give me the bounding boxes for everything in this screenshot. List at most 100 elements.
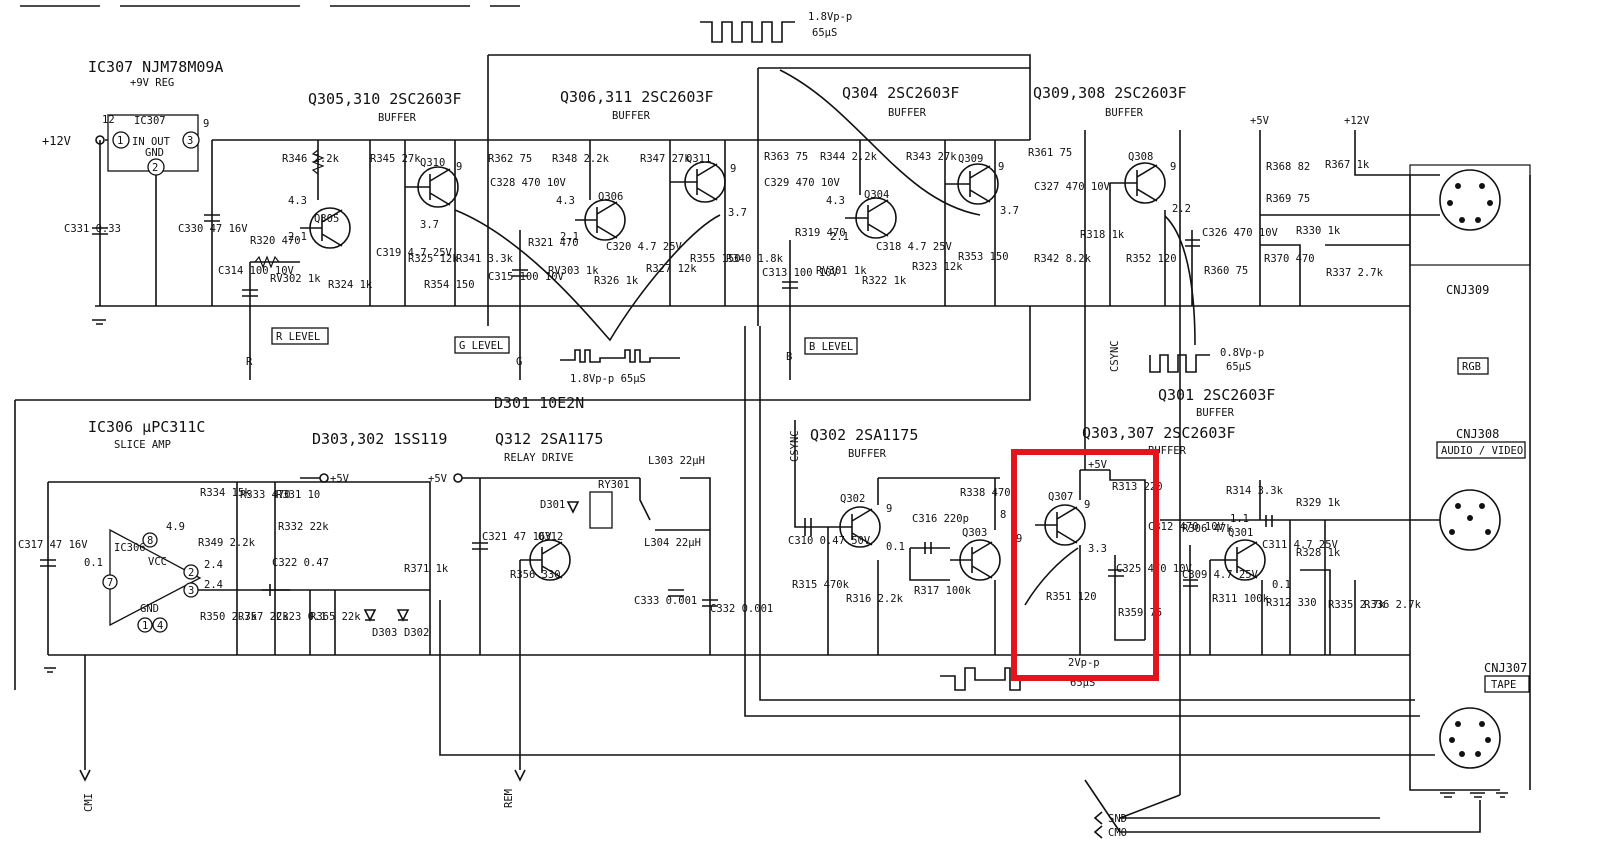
r-level-box <box>271 327 329 345</box>
r336-label: R336 2.7k <box>1364 599 1422 611</box>
signal-csync-top: CSYNC <box>1109 340 1121 372</box>
svg-text:0.1: 0.1 <box>84 557 103 569</box>
q312-subtitle: RELAY DRIVE <box>504 452 574 464</box>
waveform-right-period: 65μS <box>1226 361 1251 373</box>
svg-text:2.1: 2.1 <box>560 231 579 243</box>
q312-relay-drive: +5V C321 47 16V Q312 R356 330 RY301 D301… <box>428 455 773 770</box>
right-supplies: +5V +12V R368 82 R369 75 R370 470 R367 1… <box>1250 115 1440 306</box>
r365-label: R365 22k <box>310 611 361 623</box>
c327-label: C327 470 10V <box>1034 181 1111 193</box>
svg-text:3.7: 3.7 <box>728 207 747 219</box>
r361-label: R361 75 <box>1028 147 1072 159</box>
signal-csync-mid: CSYNC <box>789 430 801 462</box>
q301-title: Q301 2SC2603F <box>1158 386 1275 404</box>
q304-label: Q304 <box>864 189 889 201</box>
q309-subtitle: BUFFER <box>1105 107 1144 119</box>
supply-5v-label: +5V <box>1250 115 1270 127</box>
ic307-box-label: IC307 <box>134 115 166 127</box>
svg-text:2: 2 <box>152 162 158 174</box>
c319-label: C319 4.7 25V <box>376 247 453 259</box>
svg-text:1: 1 <box>142 620 148 632</box>
svg-text:2.4: 2.4 <box>204 559 223 571</box>
r318-label: R318 1k <box>1080 229 1125 241</box>
c314-label: C314 100 10V <box>218 265 295 277</box>
g-level-label: G LEVEL <box>459 340 503 352</box>
svg-text:4: 4 <box>157 620 163 632</box>
waveform-right: 0.8Vp-p 65μS <box>1149 347 1264 373</box>
ic307-title: IC307 NJM78M09A <box>88 58 223 76</box>
signal-rem: REM <box>503 789 515 808</box>
q306-subtitle: BUFFER <box>612 110 651 122</box>
svg-text:8: 8 <box>1000 509 1006 521</box>
supply-5v-q307: +5V <box>1088 459 1108 471</box>
d302-label: D302 <box>404 627 429 639</box>
r347-label: R347 27k <box>640 153 691 165</box>
q311-label: Q311 <box>686 153 711 165</box>
r323-label: R323 12k <box>912 261 963 273</box>
q302-title: Q302 2SA1175 <box>810 426 918 444</box>
svg-text:9: 9 <box>1084 499 1090 511</box>
r324-label: R324 1k <box>328 279 373 291</box>
c315-label: C315 100 10V <box>488 271 565 283</box>
c321-label: C321 47 16V <box>482 531 552 543</box>
svg-text:2.1: 2.1 <box>288 231 307 243</box>
c317-label: C317 47 16V <box>18 539 88 551</box>
signal-snd: SND <box>1108 813 1127 825</box>
section-titles: IC307 NJM78M09A +9V REG Q305,310 2SC2603… <box>88 58 1275 464</box>
ry301-label: RY301 <box>598 479 630 491</box>
svg-text:9: 9 <box>730 163 736 175</box>
cnj308-label: CNJ308 <box>1456 427 1499 441</box>
svg-text:9: 9 <box>456 161 462 173</box>
svg-text:3.7: 3.7 <box>420 219 439 231</box>
ic307-gnd: GND <box>145 147 164 159</box>
r350-label: R350 2.7k <box>200 611 258 623</box>
svg-text:9: 9 <box>998 161 1004 173</box>
q308-output: R318 1k R352 120 C326 470 10V R360 75 R3… <box>1028 147 1279 372</box>
svg-text:3.3: 3.3 <box>1088 543 1107 555</box>
b-channel: R363 75 C329 470 10V C313 100 10V R344 2… <box>762 69 1019 380</box>
svg-text:0.1: 0.1 <box>886 541 905 553</box>
svg-text:12: 12 <box>102 114 115 126</box>
cnj309-rgb-connector: CNJ309 RGB <box>1409 164 1531 375</box>
r355-label: R355 150 <box>690 253 741 265</box>
r321-label: R321 470 <box>528 237 579 249</box>
supply-12v-label: +12V <box>42 134 71 148</box>
l304-label: L304 22μH <box>644 537 701 549</box>
b-level-box <box>804 337 858 355</box>
ic307-regulator: +12V IC307 IN OUT GND 1 3 2 12 9 C331 0.… <box>42 114 248 306</box>
cnj307-tape-connector: CNJ307 TAPE <box>1439 661 1530 769</box>
r369-label: R369 75 <box>1266 193 1310 205</box>
c329-label: C329 470 10V <box>764 177 841 189</box>
svg-text:7: 7 <box>107 577 113 589</box>
signal-r: R <box>246 356 253 368</box>
q301-buffer: C312 470 10V R306 47k C309 4.7 25V R311 … <box>1148 480 1440 655</box>
bottom-signals: CMI REM SND CMO <box>79 655 1127 839</box>
c316-label: C316 220p <box>912 513 969 525</box>
svg-text:1: 1 <box>117 135 123 147</box>
ic306-box-label: IC306 <box>114 542 146 554</box>
r329-label: R329 1k <box>1296 497 1341 509</box>
q306-label: Q306 <box>598 191 623 203</box>
q309-label: Q309 <box>958 153 983 165</box>
q302-subtitle: BUFFER <box>848 448 887 460</box>
cnj307-label: CNJ307 <box>1484 661 1527 675</box>
c331-label: C331 0.33 <box>64 223 121 235</box>
r320-label: R320 470 <box>250 235 301 247</box>
cnj309-box: RGB <box>1462 361 1481 373</box>
rv303-label: RV303 1k <box>548 265 599 277</box>
q308-label: Q308 <box>1128 151 1153 163</box>
supply-12v-right: +12V <box>1344 115 1370 127</box>
svg-text:4.3: 4.3 <box>288 195 307 207</box>
r341-label: R341 3.3k <box>456 253 514 265</box>
svg-text:2.2: 2.2 <box>1172 203 1191 215</box>
r319-label: R319 470 <box>795 227 846 239</box>
rv302-label: RV302 1k <box>270 273 321 285</box>
g-level-box <box>454 336 510 354</box>
q307-label: Q307 <box>1048 491 1073 503</box>
r356-label: R356 330 <box>510 569 561 581</box>
q304-subtitle: BUFFER <box>888 107 927 119</box>
r325-label: R325 12k <box>408 253 459 265</box>
c320-label: C320 4.7 25V <box>606 241 683 253</box>
supply-5v-relay: +5V <box>428 473 448 485</box>
svg-text:9: 9 <box>1016 533 1022 545</box>
